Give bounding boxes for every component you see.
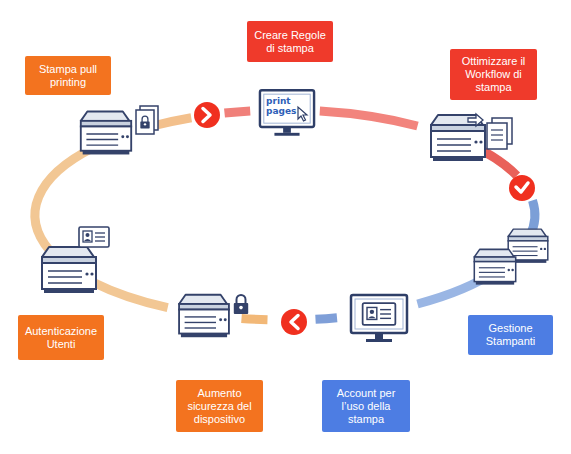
arrow-badge (509, 175, 535, 201)
ring-segment (316, 318, 338, 320)
printer-icon (179, 295, 229, 337)
box-label: Stampa pull printing (31, 63, 105, 89)
output-arrow (468, 114, 483, 126)
document-icon (487, 123, 507, 149)
monitor-icon (260, 90, 314, 135)
chevron-right (203, 109, 210, 122)
management-box: Account per l’uso della stampa (322, 380, 410, 432)
account-card (363, 303, 396, 325)
chevron-down (516, 183, 528, 192)
arrow-badge (281, 309, 307, 335)
id-card-icon (79, 227, 109, 247)
ring-segment (242, 318, 268, 319)
chevron-left (291, 316, 298, 329)
printer-icon (474, 249, 515, 284)
rule-box: Ottimizzare il Workflow di stampa (450, 49, 537, 100)
box-label: Account per l’uso della stampa (333, 387, 399, 426)
cursor-icon (298, 107, 307, 121)
lock-icon (140, 116, 149, 128)
monitor-icon (351, 295, 407, 342)
document-icon (136, 110, 154, 134)
box-label: Creare Regole di stampa (252, 29, 328, 55)
printer-icon (42, 247, 96, 293)
arrow-badge (194, 102, 220, 128)
box-label: Ottimizzare il Workflow di stampa (459, 55, 529, 94)
management-box: Gestione Stampanti (468, 315, 553, 355)
printer-icon (81, 112, 131, 155)
document-line (491, 134, 503, 135)
document-line (491, 129, 503, 130)
ring-segment (94, 283, 168, 308)
document-line (491, 139, 503, 140)
feature-box: Autenticazione Utenti (18, 315, 104, 360)
box-label: Aumento sicurezza del dispositivo (183, 387, 257, 426)
lock-icon (234, 295, 248, 314)
ring-segment (320, 111, 418, 126)
box-label: Autenticazione Utenti (21, 325, 101, 351)
feature-box: Stampa pull printing (25, 56, 111, 95)
ring-segment (225, 111, 251, 113)
box-label: Gestione Stampanti (481, 322, 541, 348)
printer-icon (431, 115, 485, 161)
feature-box: Aumento sicurezza del dispositivo (176, 380, 263, 432)
screen-text: print pages (266, 96, 296, 116)
rule-box: Creare Regole di stampa (247, 21, 333, 62)
